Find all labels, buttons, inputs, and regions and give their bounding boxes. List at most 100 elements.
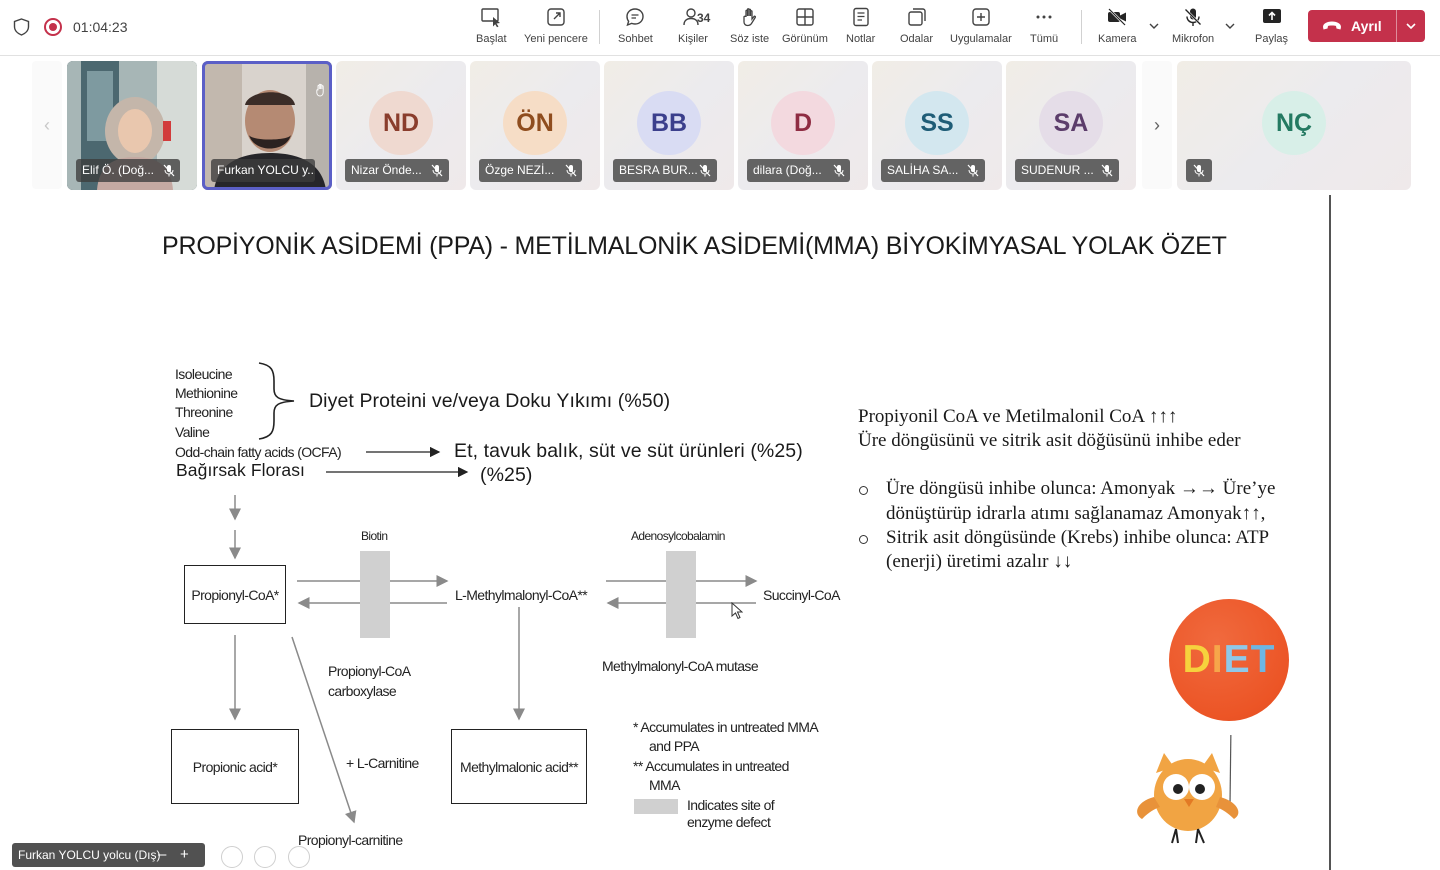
leave-options-chevron-down-icon[interactable] (1405, 20, 1417, 32)
bullet-2-line-1: Sitrik asit döngüsünde (Krebs) inhibe ol… (886, 527, 1270, 548)
avatar: D (771, 91, 835, 155)
share-button[interactable]: Paylaş (1255, 6, 1288, 52)
share-screen-icon (1262, 9, 1281, 23)
legend-defect-line1: Indicates site of (687, 797, 775, 813)
new-window-button[interactable]: Yeni pencere (524, 6, 588, 52)
diet-letter: T (1250, 638, 1276, 681)
bullet-marker (859, 535, 868, 544)
leave-button[interactable]: Ayrıl (1308, 10, 1425, 42)
mic-button[interactable]: Mikrofon (1172, 6, 1214, 52)
shared-slide: PROPİYONİK ASİDEMİ (PPA) - METİLMALONİK … (114, 195, 1329, 870)
enzyme-defect-marker-pcc (360, 551, 390, 638)
participant-name: dilara (Doğ... (747, 159, 850, 182)
slide-edge (1329, 195, 1331, 870)
methylmalonic-acid-box: Methylmalonic acid** (451, 729, 587, 804)
legend-defect-line2: enzyme defect (687, 814, 771, 830)
participant-tile[interactable]: D dilara (Doğ... (738, 61, 868, 190)
chat-label: Sohbet (618, 33, 653, 45)
strip-previous-button[interactable]: ‹ (32, 61, 62, 189)
participant-name: BESRA BUR... (613, 159, 717, 182)
muted-icon (967, 164, 979, 177)
participant-tile[interactable]: SA SUDENUR ... (1006, 61, 1136, 190)
fit-icon[interactable] (221, 846, 243, 868)
call-timer: 01:04:23 (73, 19, 128, 35)
camera-button[interactable]: Kamera (1098, 6, 1137, 52)
chat-button[interactable]: Sohbet (618, 6, 653, 52)
legend-single-star-line1: * Accumulates in untreated MMA (633, 719, 819, 735)
share-label: Paylaş (1255, 33, 1289, 45)
camera-options-chevron-down-icon[interactable] (1148, 20, 1160, 32)
pop-out-icon (547, 8, 565, 26)
avatar: BB (637, 91, 701, 155)
muted-icon (1193, 164, 1205, 177)
participant-name: SUDENUR ... (1015, 159, 1119, 182)
mouse-cursor-icon (731, 602, 743, 620)
participant-count: 34 (697, 11, 711, 25)
avatar: SA (1039, 91, 1103, 155)
participant-tile[interactable]: BB BESRA BUR... (604, 61, 734, 190)
participant-tile-video[interactable]: Elif Ö. (Doğ... (67, 61, 197, 190)
view-button[interactable]: Görünüm (782, 6, 828, 52)
people-label: Kişiler (678, 33, 708, 45)
avatar: ÖN (503, 91, 567, 155)
propionic-acid-box: Propionic acid* (171, 729, 299, 804)
muted-icon (833, 164, 845, 177)
strip-next-button[interactable]: › (1142, 61, 1172, 189)
participant-name: Nizar Önde... (345, 159, 449, 182)
notes-icon (852, 7, 869, 27)
participant-tile[interactable]: ND Nizar Önde... (336, 61, 466, 190)
avatar: ND (369, 91, 433, 155)
apps-label: Uygulamalar (950, 33, 1012, 45)
participant-tile[interactable]: ÖN Özge NEZİ... (470, 61, 600, 190)
presenter-toolbar: Furkan YOLCU yolcu (Dış) – + (12, 843, 205, 867)
presenter-name: Furkan YOLCU yolcu (Dış) (18, 848, 161, 862)
ocfa-source-label: Et, tavuk balık, süt ve süt ürünleri (%2… (454, 440, 803, 462)
search-icon[interactable] (254, 846, 276, 868)
amino-acid-methionine: Methionine (175, 385, 238, 401)
participant-strip: ‹ Elif Ö. (Doğ... Furkan YOLCU y... (0, 57, 1440, 195)
legend-single-star-line2: and PPA (649, 738, 700, 754)
meeting-toolbar: 01:04:23 Başlat Yeni pencere Sohbet Kişi… (0, 0, 1440, 56)
diet-letter: D (1182, 638, 1212, 681)
diet-letter: E (1223, 638, 1251, 681)
amino-acid-valine: Valine (175, 424, 210, 440)
raise-hand-button[interactable]: Söz iste (730, 6, 769, 52)
chat-icon (626, 8, 645, 27)
hang-up-icon (1323, 21, 1341, 30)
pcc-label-line2: carboxylase (328, 683, 397, 699)
participant-tile-self[interactable]: NÇ (1177, 61, 1411, 190)
diet-protein-label: Diyet Proteini ve/veya Doku Yıkımı (%50) (309, 390, 671, 412)
leave-divider (1396, 10, 1397, 42)
propionyl-coa-box: Propionyl-CoA* (184, 565, 286, 624)
mic-label: Mikrofon (1172, 33, 1215, 45)
slide-title: PROPİYONİK ASİDEMİ (PPA) - METİLMALONİK … (162, 232, 1227, 260)
more-options-icon[interactable] (288, 846, 310, 868)
participant-tile-video-active-speaker[interactable]: Furkan YOLCU y... (202, 61, 332, 190)
people-button[interactable]: Kişiler (678, 6, 708, 52)
avatar: SS (905, 91, 969, 155)
summary-line-2: Üre döngüsünü ve sitrik asit döğüsünü in… (858, 430, 1241, 451)
biotin-label: Biotin (361, 529, 388, 543)
zoom-out-icon[interactable]: – (158, 846, 167, 863)
enzyme-defect-marker-mut (666, 551, 696, 638)
participant-tile[interactable]: SS SALİHA SA... (872, 61, 1002, 190)
notes-label: Notlar (846, 33, 876, 45)
mic-off-icon (1184, 8, 1202, 26)
legend-double-star-line2: MMA (649, 777, 680, 793)
shield-icon[interactable] (13, 18, 30, 36)
pcc-label-line1: Propionyl-CoA (328, 663, 411, 679)
notes-button[interactable]: Notlar (846, 6, 875, 52)
bullet-marker (859, 486, 868, 495)
more-button[interactable]: Tümü (1030, 6, 1058, 52)
mic-options-chevron-down-icon[interactable] (1224, 20, 1236, 32)
muted-icon (1101, 164, 1113, 177)
rooms-button[interactable]: Odalar (900, 6, 933, 52)
start-button[interactable]: Başlat (476, 6, 507, 52)
apps-button[interactable]: Uygulamalar (950, 6, 1012, 52)
toolbar-divider (1081, 10, 1082, 44)
muted-icon (699, 164, 711, 177)
raise-hand-label: Söz iste (730, 33, 770, 45)
toolbar-divider (599, 10, 600, 44)
zoom-in-icon[interactable]: + (180, 846, 189, 863)
